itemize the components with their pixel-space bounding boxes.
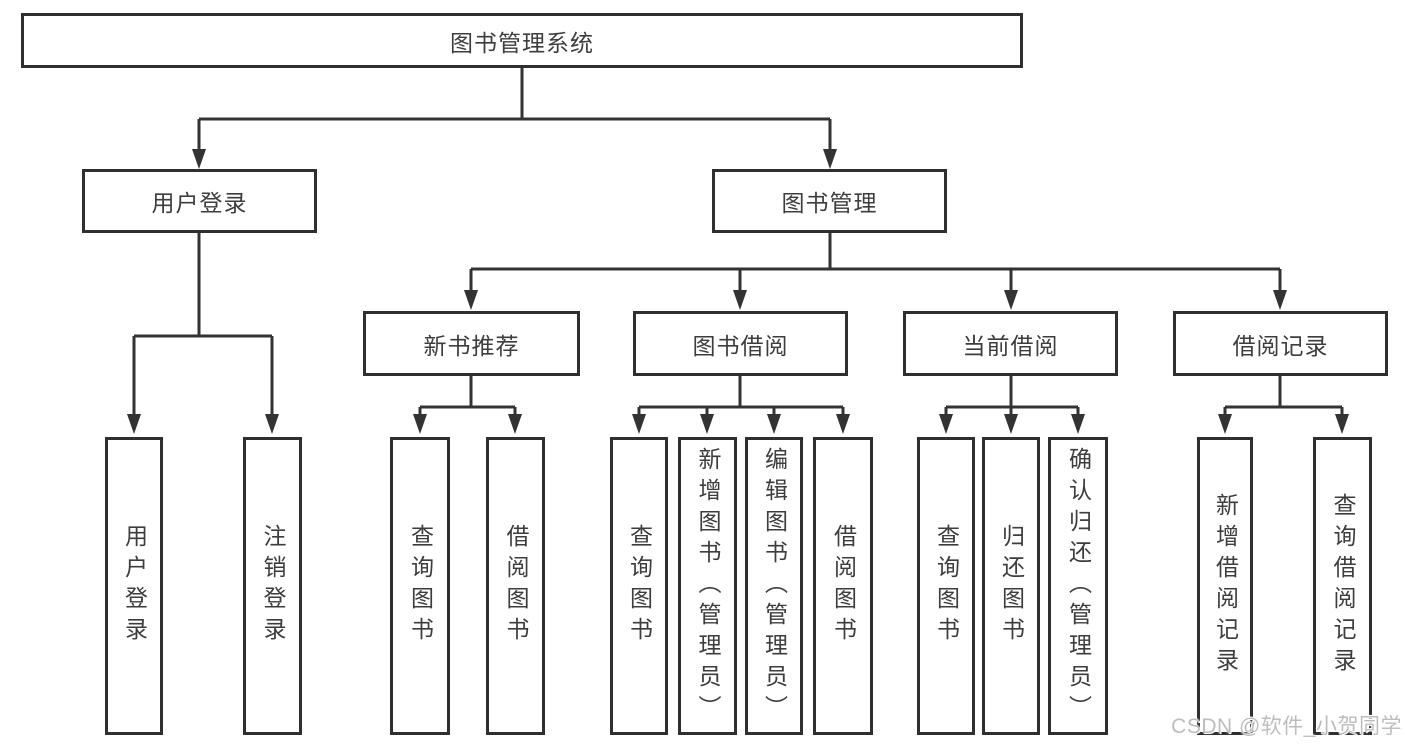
- node-borrow-records: 借阅记录: [1173, 311, 1388, 376]
- leaf-label: 编辑图书（管理员）: [761, 446, 788, 726]
- leaf-label: 归还图书: [998, 524, 1025, 648]
- node-label: 图书管理: [781, 190, 878, 216]
- leaf-recommend-query-books: 查询图书: [390, 437, 450, 735]
- leaf-current-query-books: 查询图书: [917, 437, 975, 735]
- leaf-label: 查询图书: [933, 524, 960, 648]
- leaf-recommend-borrow-books: 借阅图书: [486, 437, 545, 735]
- leaf-label: 注销登录: [260, 524, 286, 648]
- node-label: 图书借阅: [692, 332, 789, 359]
- node-user-login-branch: 用户登录: [82, 169, 317, 233]
- leaf-records-query-record: 查询借阅记录: [1313, 437, 1372, 735]
- leaf-current-return-books: 归还图书: [982, 437, 1040, 735]
- leaf-user-login: 用户登录: [105, 437, 163, 735]
- leaf-label: 新增图书（管理员）: [695, 446, 721, 726]
- leaf-borrow-query-books: 查询图书: [610, 437, 668, 735]
- node-label: 图书管理系统: [450, 29, 594, 56]
- leaf-label: 查询图书: [407, 524, 434, 648]
- csdn-watermark: CSDN @软件_小贺同学: [1171, 715, 1402, 738]
- leaf-label: 确认归还（管理员）: [1065, 446, 1092, 726]
- leaf-label: 借阅图书: [503, 524, 529, 648]
- leaf-label: 查询借阅记录: [1330, 493, 1356, 679]
- leaf-current-confirm-return-admin: 确认归还（管理员）: [1048, 437, 1108, 735]
- node-book-borrow: 图书借阅: [633, 311, 848, 376]
- arrowheads: [127, 149, 1349, 434]
- node-label: 用户登录: [151, 190, 248, 216]
- leaf-logout-login: 注销登录: [243, 437, 302, 735]
- leaf-label: 借阅图书: [830, 524, 857, 648]
- leaf-borrow-add-books-admin: 新增图书（管理员）: [678, 437, 737, 735]
- leaf-label: 查询图书: [626, 524, 653, 648]
- node-book-management-branch: 图书管理: [712, 169, 947, 233]
- leaf-borrow-edit-books-admin: 编辑图书（管理员）: [745, 437, 803, 735]
- node-current-borrow: 当前借阅: [903, 311, 1118, 376]
- node-label: 借阅记录: [1232, 332, 1329, 359]
- leaf-label: 用户登录: [121, 524, 148, 648]
- node-root-system: 图书管理系统: [21, 13, 1023, 68]
- leaf-records-add-record: 新增借阅记录: [1197, 437, 1253, 735]
- node-label: 新书推荐: [423, 332, 520, 359]
- leaf-label: 新增借阅记录: [1212, 493, 1239, 679]
- node-label: 当前借阅: [962, 332, 1059, 359]
- node-new-book-recommend: 新书推荐: [363, 311, 580, 376]
- leaf-borrow-borrow-books: 借阅图书: [813, 437, 873, 735]
